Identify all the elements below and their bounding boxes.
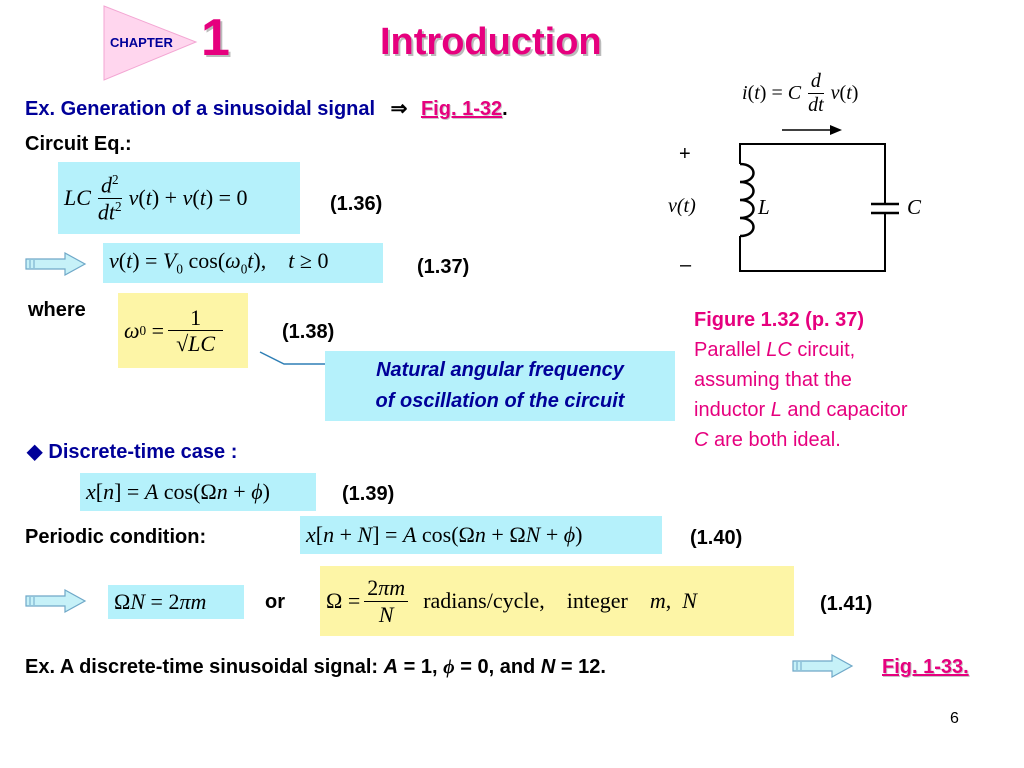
- discrete-case-text: Discrete-time case :: [48, 441, 238, 463]
- example2-N: N: [540, 656, 556, 678]
- circuit-inductor-label: L: [758, 195, 770, 219]
- right-arrow-icon: [792, 654, 854, 678]
- fig-1-32-link[interactable]: Fig. 1-32: [420, 98, 503, 120]
- periodic-condition-label: Periodic condition:: [25, 526, 207, 548]
- example1-line: Ex. Generation of a sinusoidal signal ⇒ …: [25, 96, 508, 121]
- circuit-capacitor-label: C: [907, 195, 922, 219]
- eq-number-1-37: (1.37): [417, 256, 470, 278]
- circuit-eq-label: Circuit Eq.:: [25, 133, 132, 155]
- example1-period: .: [502, 98, 508, 120]
- figure-caption-line3: assuming that the: [694, 369, 852, 391]
- eq-number-1-40: (1.40): [690, 527, 743, 549]
- discrete-case-heading: ◆Discrete-time case :: [27, 439, 237, 464]
- equation-1-40: x[n + N] = A cos(Ωn + ΩN + ϕ): [300, 516, 662, 554]
- eq-number-1-41: (1.41): [820, 593, 873, 615]
- example1-text: Ex. Generation of a sinusoidal signal: [25, 98, 376, 120]
- eq-number-1-38: (1.38): [282, 321, 335, 343]
- figure-caption-line5: C are both ideal.: [694, 429, 841, 451]
- page-title: Introduction: [380, 21, 602, 63]
- example2-prefix: Ex. A discrete-time sinusoidal signal:: [25, 656, 384, 678]
- note-box: Natural angular frequency of oscillation…: [325, 351, 675, 421]
- equation-1-41a: ΩN = 2πm: [108, 585, 244, 619]
- page-number: 6: [950, 710, 959, 727]
- right-arrow-icon: [25, 252, 87, 276]
- diamond-bullet-icon: ◆: [27, 441, 43, 463]
- equation-1-37: v(t) = V0 cos(ω0t), t ≥ 0: [103, 243, 383, 283]
- figure-caption-title: Figure 1.32 (p. 37): [694, 309, 865, 331]
- equation-1-39: x[n] = A cos(Ωn + ϕ): [80, 473, 316, 511]
- example2-mid1: = 1,: [398, 656, 444, 678]
- figure-caption-line2: Parallel LC circuit,: [694, 339, 856, 361]
- chapter-label: CHAPTER: [110, 35, 173, 50]
- eq-number-1-39: (1.39): [342, 483, 395, 505]
- fig-1-33-link[interactable]: Fig. 1-33.: [882, 656, 969, 678]
- figure-caption: Figure 1.32 (p. 37) Parallel LC circuit,…: [694, 305, 907, 455]
- implies-arrow: ⇒: [390, 98, 408, 120]
- chapter-banner-shape: [103, 5, 198, 81]
- eq-number-1-36: (1.36): [330, 193, 383, 215]
- example2-line: Ex. A discrete-time sinusoidal signal: A…: [25, 656, 606, 679]
- callout-connector: [259, 351, 326, 365]
- note-line-2: of oscillation of the circuit: [375, 390, 625, 412]
- note-line-1: Natural angular frequency: [376, 359, 624, 381]
- or-label: or: [265, 591, 285, 613]
- chapter-number: 1: [201, 9, 230, 67]
- lc-circuit-diagram: [739, 125, 899, 272]
- circuit-minus: –: [680, 254, 692, 276]
- example2-phi: ϕ: [443, 656, 455, 678]
- circuit-plus: +: [679, 143, 691, 165]
- example2-mid2: = 0, and: [454, 656, 541, 678]
- circuit-voltage-label: v(t): [668, 195, 696, 217]
- figure-caption-line4: inductor L and capacitor: [694, 399, 908, 421]
- right-arrow-icon: [25, 589, 87, 613]
- example2-mid3: = 12.: [555, 656, 606, 678]
- where-label: where: [28, 299, 86, 321]
- example2-A: A: [383, 656, 399, 678]
